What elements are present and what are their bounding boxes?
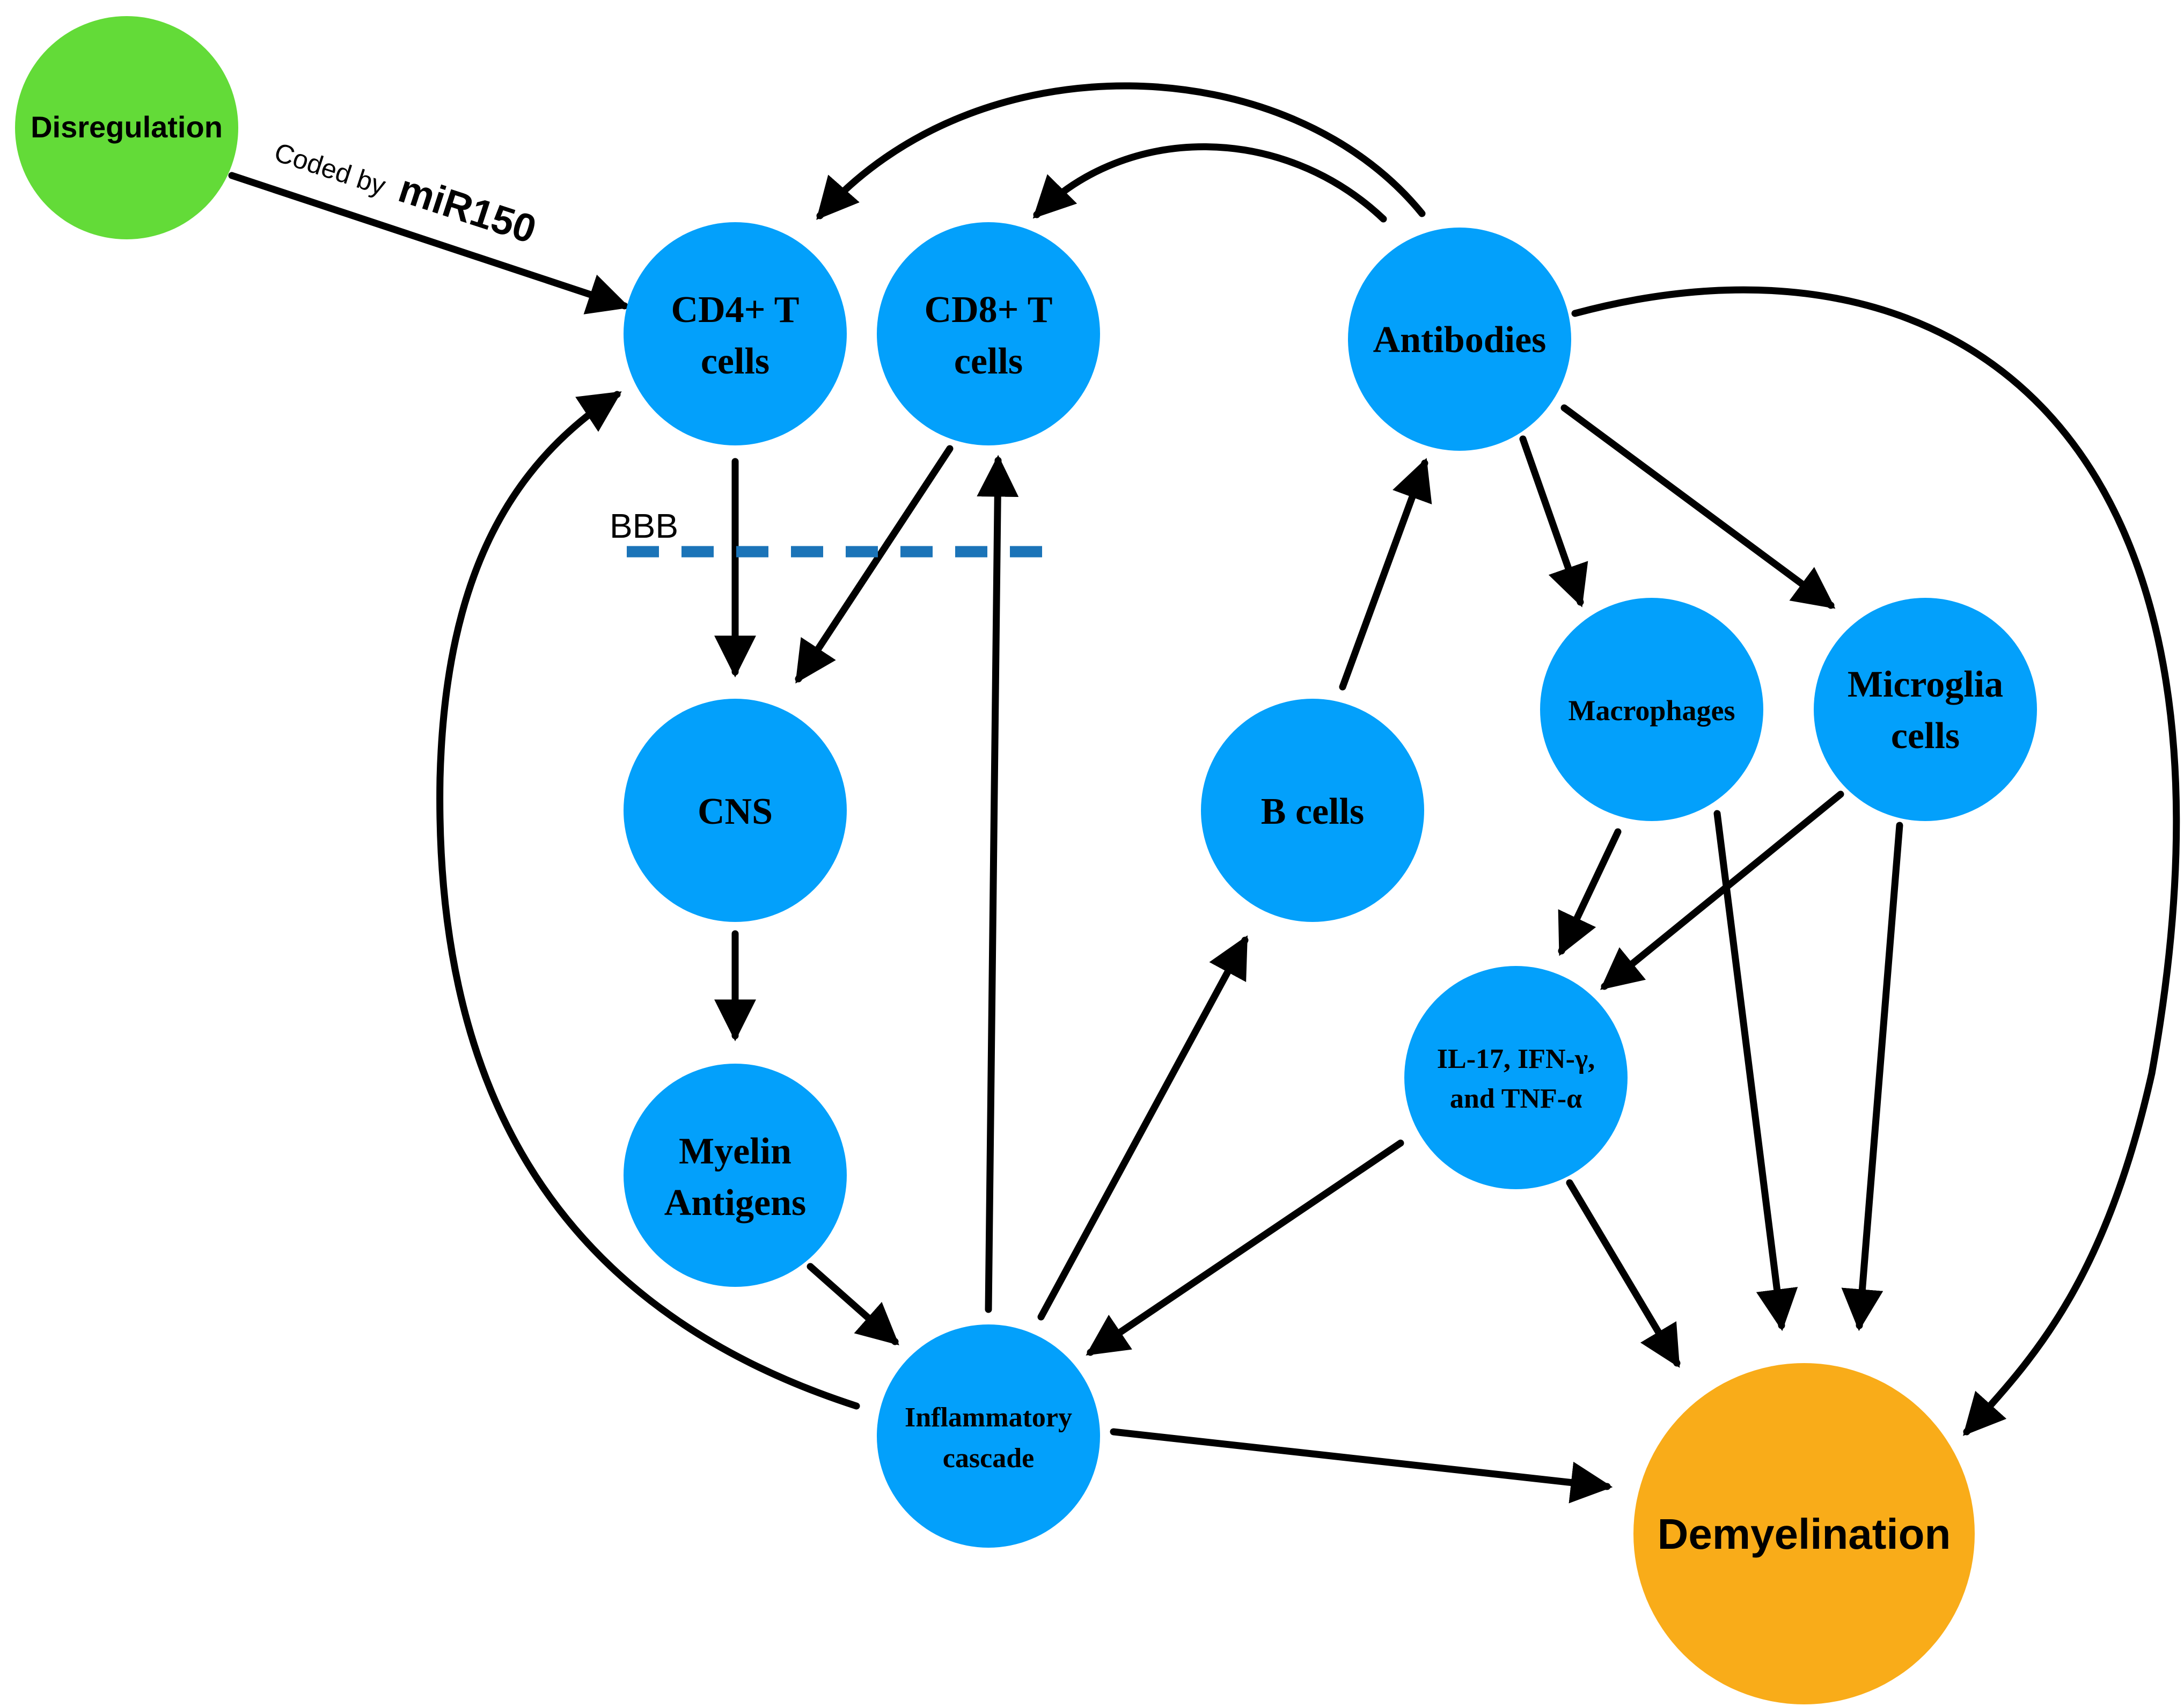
node-cd4-line1: CD4+ T <box>671 289 800 331</box>
edge-disregulation-cd4 <box>228 172 630 314</box>
node-macrophages-label: Macrophages <box>1569 694 1735 727</box>
edges <box>228 82 2180 1504</box>
node-cd8-line1: CD8+ T <box>925 289 1053 331</box>
edge-antibodies-demyelination <box>1571 286 2180 1436</box>
edge-antibodies-cd8 <box>1032 143 1387 223</box>
node-cytokines-line2: and TNF-α <box>1450 1083 1582 1114</box>
edge-myelin-inflammatory <box>807 1263 899 1345</box>
edge-antibodies-macrophages <box>1519 435 1588 607</box>
node-inflammatory-line1: Inflammatory <box>905 1402 1072 1433</box>
edge-cd8-cns <box>795 445 954 684</box>
bbb-label: BBB <box>610 507 678 545</box>
edge-antibodies-cd4 <box>816 82 1426 220</box>
edge-antibodies-microglia <box>1560 404 1836 609</box>
node-cns: CNS <box>624 699 847 922</box>
node-antibodies-label: Antibodies <box>1373 319 1547 361</box>
node-cytokines-line1: IL-17, IFN-γ, <box>1437 1044 1595 1074</box>
node-cns-label: CNS <box>698 791 773 832</box>
node-myelin-antigens: Myelin Antigens <box>624 1064 847 1287</box>
node-cd8-t-cells: CD8+ T cells <box>877 222 1100 445</box>
node-disregulation-label: Disregulation <box>31 110 223 144</box>
node-macrophages: Macrophages <box>1540 598 1763 821</box>
node-cd8-line2: cells <box>954 341 1023 382</box>
node-b-cells-label: B cells <box>1261 791 1364 832</box>
node-b-cells: B cells <box>1201 699 1424 922</box>
node-cd4-line2: cells <box>701 341 769 382</box>
node-myelin-line2: Antigens <box>664 1182 806 1224</box>
edge-macrophages-cytokines <box>1558 828 1622 956</box>
node-microglia-line2: cells <box>1891 715 1960 757</box>
edge-cytokines-inflammatory <box>1086 1139 1404 1356</box>
node-cd4-t-cells: CD4+ T cells <box>624 222 847 445</box>
edge-bcells-antibodies <box>1339 458 1432 691</box>
node-demyelination-label: Demyelination <box>1658 1510 1951 1558</box>
edge-inflammatory-bcells <box>1037 935 1249 1321</box>
node-inflammatory-cascade: Inflammatory cascade <box>877 1324 1100 1548</box>
node-myelin-line1: Myelin <box>679 1131 791 1172</box>
edge-inflammatory-cd8 <box>977 455 1019 1313</box>
edge-inflammatory-cd4 <box>436 391 860 1410</box>
node-il17-ifng-tnfa: IL-17, IFN-γ, and TNF-α <box>1404 966 1628 1189</box>
edge-cytokines-demyelination <box>1566 1179 1681 1368</box>
node-microglia-line1: Microglia <box>1848 664 2003 705</box>
node-antibodies: Antibodies <box>1348 228 1571 451</box>
edge-inflammatory-demyelination <box>1110 1428 1613 1504</box>
node-microglia-cells: Microglia cells <box>1814 598 2037 821</box>
node-demyelination: Demyelination <box>1633 1363 1975 1704</box>
edge-microglia-demyelination <box>1841 822 1903 1331</box>
node-disregulation: Disregulation <box>15 16 238 239</box>
edge-microglia-cytokines <box>1600 790 1844 990</box>
edge-macrophages-demyelination <box>1713 810 1798 1331</box>
node-inflammatory-line2: cascade <box>943 1443 1034 1474</box>
